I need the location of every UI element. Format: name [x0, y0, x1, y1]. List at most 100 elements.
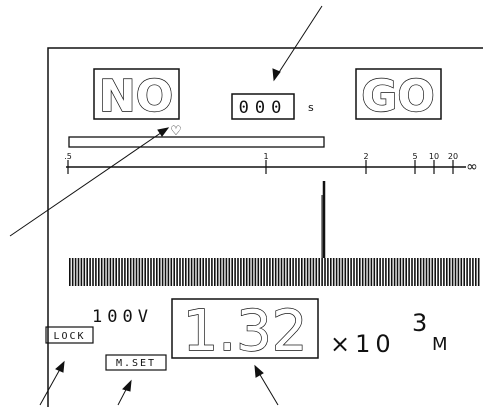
bar-segment: [202, 258, 204, 286]
bar-segment: [269, 258, 271, 286]
bar-segment: [263, 258, 265, 286]
no-indicator-box: [93, 68, 180, 120]
bar-segment: [211, 258, 213, 286]
exponent: 3: [412, 309, 427, 337]
bar-segment: [257, 258, 260, 286]
bar-segment: [428, 258, 431, 286]
bar-segment: [356, 258, 358, 286]
bar-segment: [170, 258, 173, 286]
bar-segment: [451, 258, 454, 286]
bar-segment: [437, 258, 439, 286]
bar-segment: [341, 258, 344, 286]
bar-segment: [431, 258, 434, 286]
bar-segment: [228, 258, 231, 286]
bar-segment: [182, 258, 184, 286]
counter-box: [231, 93, 295, 120]
lock-label: LOCK: [53, 331, 85, 342]
bar-segment: [144, 258, 146, 286]
bar-segment: [370, 258, 373, 286]
bar-segment: [347, 258, 349, 286]
bar-segment: [298, 258, 300, 286]
bar-segment: [118, 258, 120, 286]
bar-segment: [315, 258, 318, 286]
bar-segment: [301, 258, 303, 286]
bar-segment: [277, 258, 280, 286]
bar-segment: [475, 258, 477, 286]
go-indicator-box: [355, 68, 442, 120]
bar-segment: [376, 258, 378, 286]
lcd-panel-border: [47, 47, 483, 407]
bar-segment: [92, 258, 94, 286]
bar-segment: [373, 258, 376, 286]
bar-segment: [472, 258, 474, 286]
scale-label: 20: [448, 152, 458, 161]
bar-segment: [179, 258, 181, 286]
bar-segment: [286, 258, 289, 286]
mset-label: M.SET: [116, 358, 156, 369]
pointer: [321, 181, 326, 258]
bar-segment: [385, 258, 387, 286]
bar-segment: [306, 258, 309, 286]
bar-segment: [112, 258, 115, 286]
bar-segment: [272, 258, 274, 286]
heart-bar: [68, 136, 325, 148]
bar-segment: [106, 258, 109, 286]
range-label: 100V: [92, 307, 153, 327]
bar-segment: [214, 258, 216, 286]
bar-segment: [245, 258, 248, 286]
bar-segment: [463, 258, 465, 286]
bar-segment: [234, 258, 236, 286]
bar-segment: [321, 258, 323, 286]
bar-segment: [330, 258, 332, 286]
bar-segment: [367, 258, 370, 286]
bar-segment: [295, 258, 297, 286]
bar-segment: [324, 258, 326, 286]
bar-segment: [132, 258, 135, 286]
bar-segment: [173, 258, 175, 286]
bar-segment: [190, 258, 193, 286]
bar-segment: [100, 258, 103, 286]
bar-segment: [359, 258, 361, 286]
bar-segment: [176, 258, 178, 286]
counter-value: 000: [239, 98, 288, 118]
bar-segment: [405, 258, 407, 286]
bar-segment: [129, 258, 132, 286]
bar-segment: [196, 258, 199, 286]
bar-segment: [161, 258, 164, 286]
bar-segment: [121, 258, 123, 286]
bar-segment: [434, 258, 436, 286]
go-indicator-text: GO: [361, 71, 435, 122]
bar-segment: [141, 258, 144, 286]
bar-segment: [243, 258, 245, 286]
bar-segment: [205, 258, 207, 286]
bar-segment: [469, 258, 471, 286]
bar-segment: [225, 258, 228, 286]
bar-segment: [147, 258, 149, 286]
bar-segment: [327, 258, 329, 286]
main-reading-box: [171, 298, 319, 359]
bar-graph: [69, 258, 480, 286]
bar-segment: [425, 258, 428, 286]
bar-segment: [303, 258, 306, 286]
bar-segment: [440, 258, 442, 286]
bar-segment: [219, 258, 222, 286]
heart-icon: ♡: [170, 124, 182, 139]
bar-segment: [335, 258, 338, 286]
bar-segment: [187, 258, 190, 286]
bar-segment: [443, 258, 445, 286]
bar-segment: [156, 258, 158, 286]
bar-segment: [292, 258, 294, 286]
bar-segment: [158, 258, 161, 286]
bar-segment: [332, 258, 335, 286]
bar-segment: [86, 258, 88, 286]
bar-segment: [216, 258, 219, 286]
bar-segment: [222, 258, 225, 286]
bar-segment: [309, 258, 312, 286]
bar-segment: [460, 258, 463, 286]
bar-segment: [80, 258, 83, 286]
bar-segment: [382, 258, 384, 286]
bar-segment: [164, 258, 167, 286]
bar-segment: [399, 258, 402, 286]
bar-segment: [199, 258, 202, 286]
unit-label: M: [432, 334, 448, 355]
